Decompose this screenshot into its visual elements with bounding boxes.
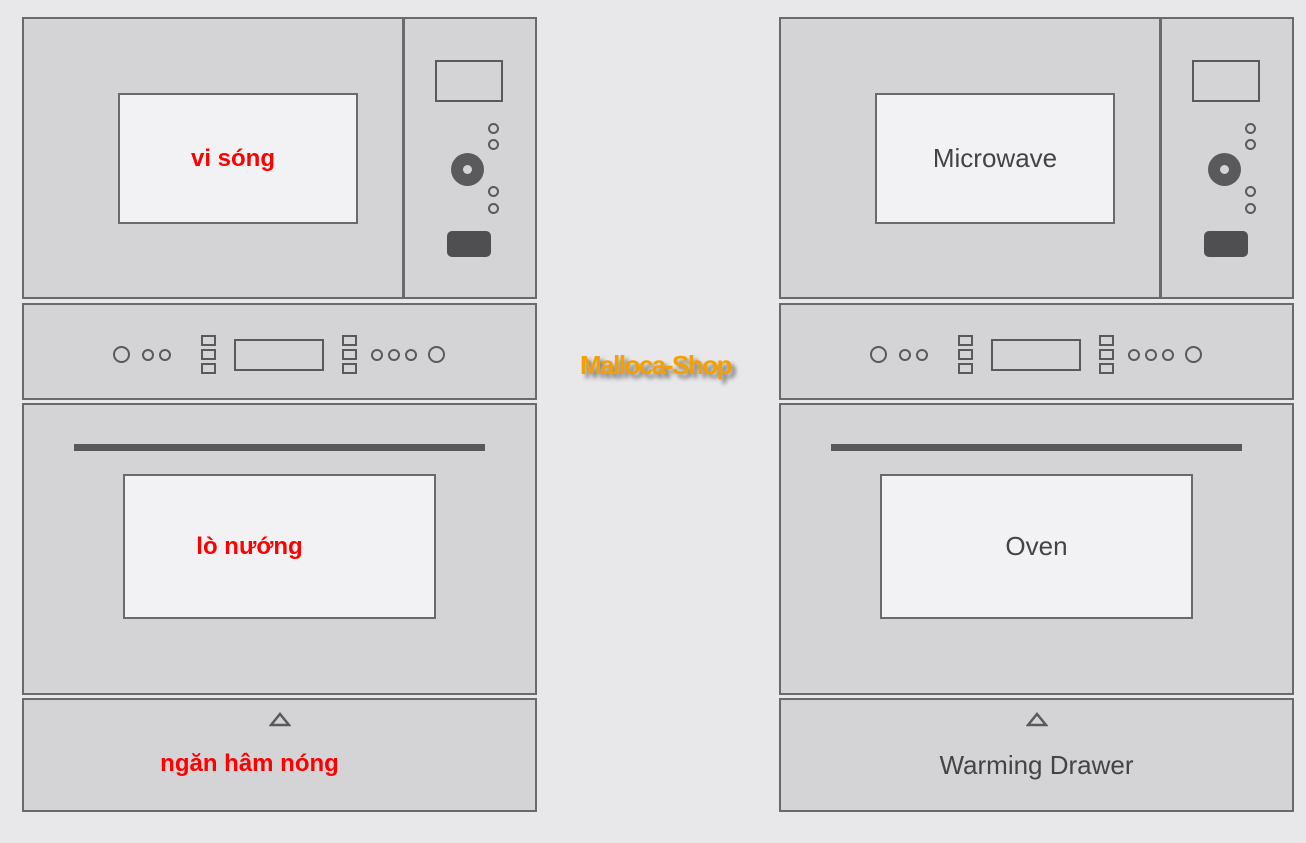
button-icon: [1099, 335, 1114, 346]
button-icon: [201, 363, 216, 374]
button-icon: [958, 349, 973, 360]
drawer-label: Warming Drawer: [939, 750, 1134, 780]
button-icon: [201, 335, 216, 346]
dial-icon: [916, 349, 928, 361]
button-icon: [201, 349, 216, 360]
divider: [1159, 17, 1162, 299]
dial-icon: [405, 349, 417, 361]
triangle-up-icon: [269, 712, 291, 727]
oven-label: lò nướng: [196, 532, 303, 560]
button-icon: [958, 335, 973, 346]
indicator-icon: [1245, 203, 1256, 214]
appliance-column-vietnamese: vi sóng lò nướng ngăn hâm nóng: [22, 17, 537, 812]
button-icon: [342, 363, 357, 374]
dial-icon: [1185, 346, 1202, 363]
knob-icon: [451, 153, 484, 186]
indicator-icon: [488, 123, 499, 134]
dial-icon: [142, 349, 154, 361]
microwave-label: Microwave: [932, 143, 1058, 173]
dial-icon: [159, 349, 171, 361]
dial-icon: [388, 349, 400, 361]
microwave-window: Microwave: [875, 93, 1115, 224]
oven-handle: [831, 444, 1242, 451]
oven-label: Oven: [1005, 531, 1068, 561]
dial-icon: [371, 349, 383, 361]
triangle-up-icon: [1026, 712, 1048, 727]
indicator-icon: [1245, 139, 1256, 150]
warming-drawer: [22, 698, 537, 812]
indicator-icon: [1245, 123, 1256, 134]
start-button-icon: [1204, 231, 1248, 257]
warming-drawer: [779, 698, 1294, 812]
appliance-column-english: Microwave Oven Warming Drawer: [779, 17, 1294, 812]
watermark-logo: Malloca-Shop: [580, 350, 733, 380]
control-panel: [22, 303, 537, 400]
microwave-display: [1192, 60, 1260, 102]
dial-icon: [899, 349, 911, 361]
button-icon: [1099, 363, 1114, 374]
knob-icon: [1208, 153, 1241, 186]
panel-display: [234, 339, 324, 371]
oven-window: lò nướng: [123, 474, 436, 619]
control-panel: [779, 303, 1294, 400]
button-icon: [342, 335, 357, 346]
button-icon: [958, 363, 973, 374]
dial-icon: [1128, 349, 1140, 361]
panel-display: [991, 339, 1081, 371]
start-button-icon: [447, 231, 491, 257]
button-icon: [1099, 349, 1114, 360]
drawer-label: ngăn hâm nóng: [160, 750, 339, 777]
oven-window: Oven: [880, 474, 1193, 619]
dial-icon: [1162, 349, 1174, 361]
dial-icon: [113, 346, 130, 363]
dial-icon: [428, 346, 445, 363]
divider: [402, 17, 405, 299]
microwave-display: [435, 60, 503, 102]
button-icon: [342, 349, 357, 360]
indicator-icon: [488, 186, 499, 197]
indicator-icon: [488, 203, 499, 214]
dial-icon: [870, 346, 887, 363]
microwave-label: vi sóng: [190, 144, 275, 172]
dial-icon: [1145, 349, 1157, 361]
indicator-icon: [1245, 186, 1256, 197]
oven-handle: [74, 444, 485, 451]
indicator-icon: [488, 139, 499, 150]
microwave-window: vi sóng: [118, 93, 358, 224]
